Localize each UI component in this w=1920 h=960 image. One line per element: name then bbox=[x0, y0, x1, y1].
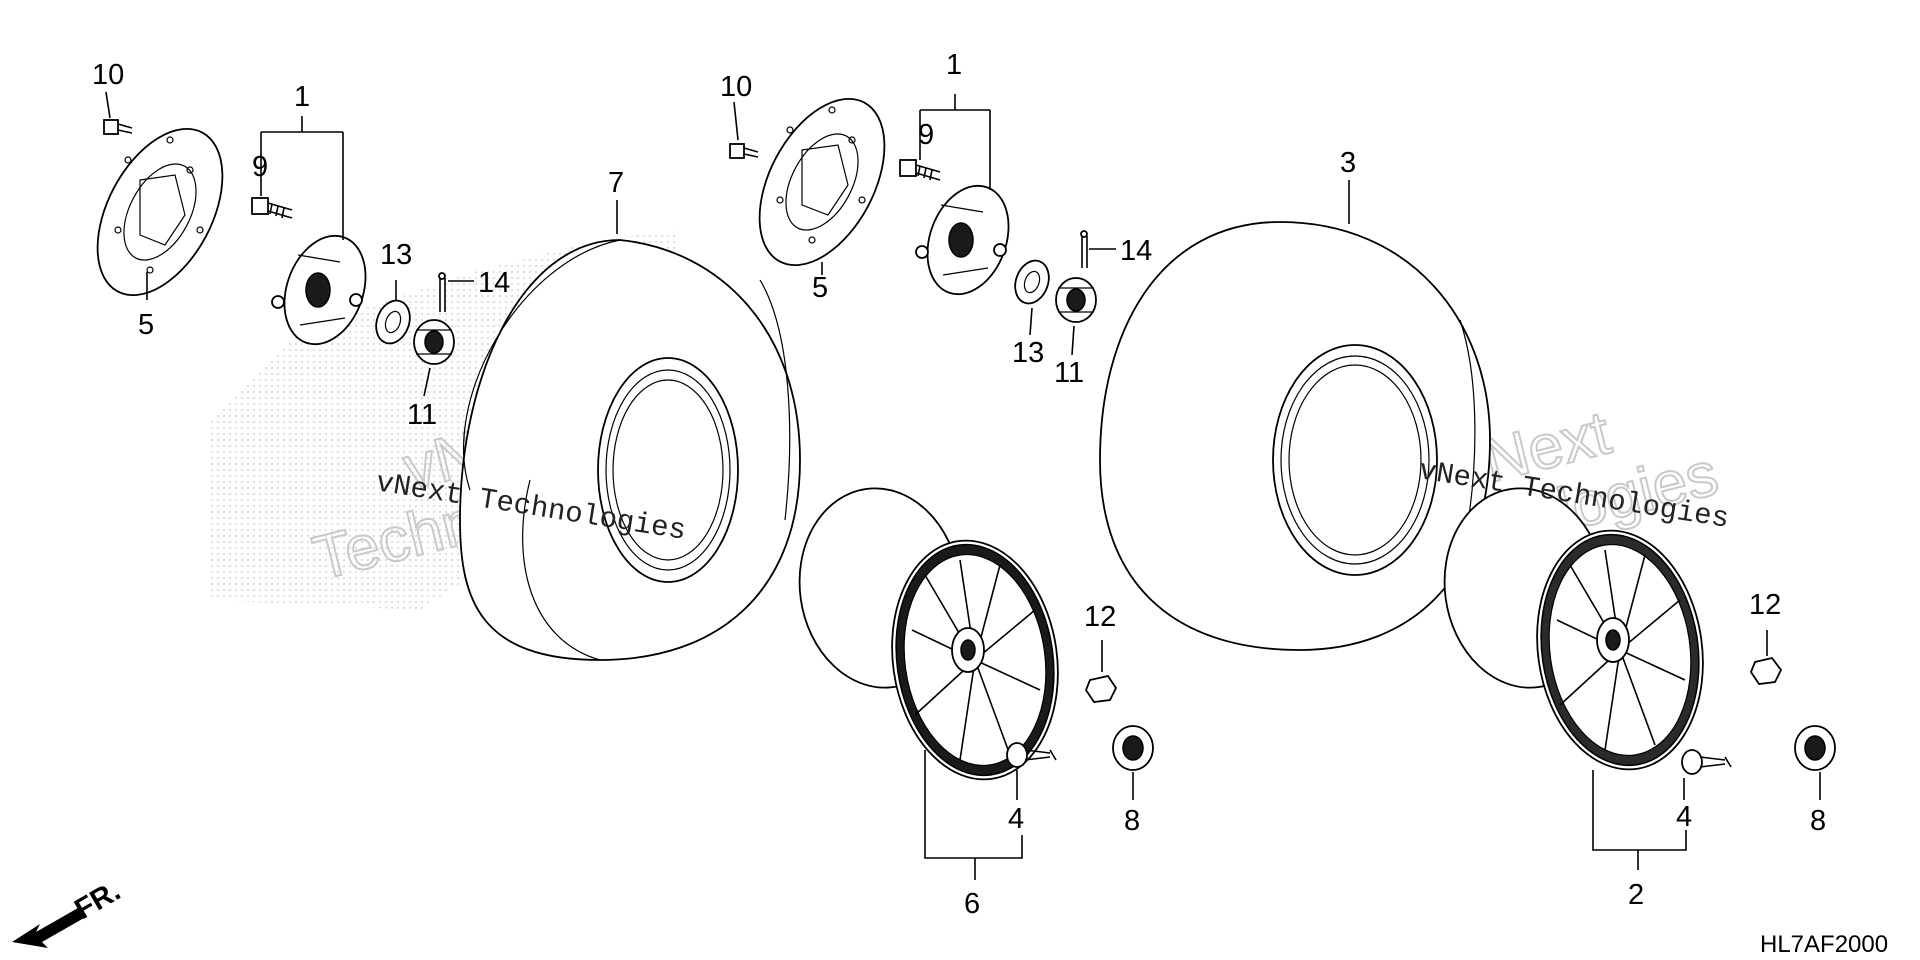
front-brake-disc bbox=[96, 127, 224, 297]
rear-wheel-rim bbox=[1443, 487, 1704, 771]
callout-front-pin: 14 bbox=[478, 267, 510, 299]
rear-wheel-hub bbox=[915, 184, 1010, 296]
rear-wheel-small-nut bbox=[1749, 656, 1783, 685]
callout-rear-wheel-small-nut: 12 bbox=[1749, 589, 1781, 621]
rear-wheel-nut bbox=[1794, 725, 1836, 771]
front-valve-stem bbox=[1006, 742, 1057, 768]
callout-rear-hub: 1 bbox=[946, 49, 962, 81]
front-wheel-nut bbox=[1112, 725, 1154, 771]
front-direction-arrow-icon: FR. bbox=[12, 875, 126, 948]
front-disc-bolt bbox=[103, 119, 133, 135]
callout-front-tire: 7 bbox=[608, 167, 624, 199]
callout-rear-pin: 14 bbox=[1120, 235, 1152, 267]
callout-front-disc-bolt: 10 bbox=[92, 59, 124, 91]
front-washer bbox=[375, 299, 411, 345]
rear-washer bbox=[1014, 259, 1050, 305]
callout-rear-valve: 4 bbox=[1676, 801, 1692, 833]
rear-tire bbox=[1099, 221, 1491, 651]
front-hub-bolt bbox=[251, 197, 293, 219]
callout-front-valve: 4 bbox=[1008, 803, 1024, 835]
callout-front-wheel-nut: 8 bbox=[1124, 805, 1140, 837]
rear-brake-disc bbox=[758, 97, 886, 267]
drawing-code: HL7AF2000 bbox=[1760, 931, 1888, 958]
front-cotter-pin bbox=[438, 272, 446, 312]
callout-rear-wheel: 2 bbox=[1628, 879, 1644, 911]
callout-front-disc: 5 bbox=[138, 309, 154, 341]
callout-front-hub-bolt: 9 bbox=[252, 151, 268, 183]
rear-disc-bolt bbox=[729, 143, 759, 159]
callout-rear-wheel-nut: 8 bbox=[1810, 805, 1826, 837]
front-castle-nut bbox=[413, 319, 455, 365]
callout-rear-disc-bolt: 10 bbox=[720, 71, 752, 103]
callout-front-hub: 1 bbox=[294, 81, 310, 113]
front-tire bbox=[459, 239, 801, 661]
front-wheel-small-nut bbox=[1084, 674, 1118, 703]
callout-front-wheel: 6 bbox=[964, 888, 980, 920]
rear-valve-stem bbox=[1681, 749, 1732, 775]
callout-rear-tire: 3 bbox=[1340, 147, 1356, 179]
callout-front-nut: 11 bbox=[407, 399, 437, 431]
front-wheel-hub bbox=[271, 234, 367, 346]
rear-cotter-pin bbox=[1080, 230, 1088, 268]
callout-front-wheel-small-nut: 12 bbox=[1084, 601, 1116, 633]
callout-rear-disc: 5 bbox=[812, 272, 828, 304]
callout-rear-nut: 11 bbox=[1054, 357, 1084, 389]
leader-lines bbox=[105, 91, 1821, 880]
callout-rear-hub-bolt: 9 bbox=[918, 119, 934, 151]
callout-front-washer: 13 bbox=[380, 239, 412, 271]
rear-castle-nut bbox=[1055, 277, 1097, 323]
front-wheel-rim bbox=[798, 487, 1059, 781]
callout-rear-washer: 13 bbox=[1012, 337, 1044, 369]
rear-hub-bolt bbox=[899, 159, 941, 181]
